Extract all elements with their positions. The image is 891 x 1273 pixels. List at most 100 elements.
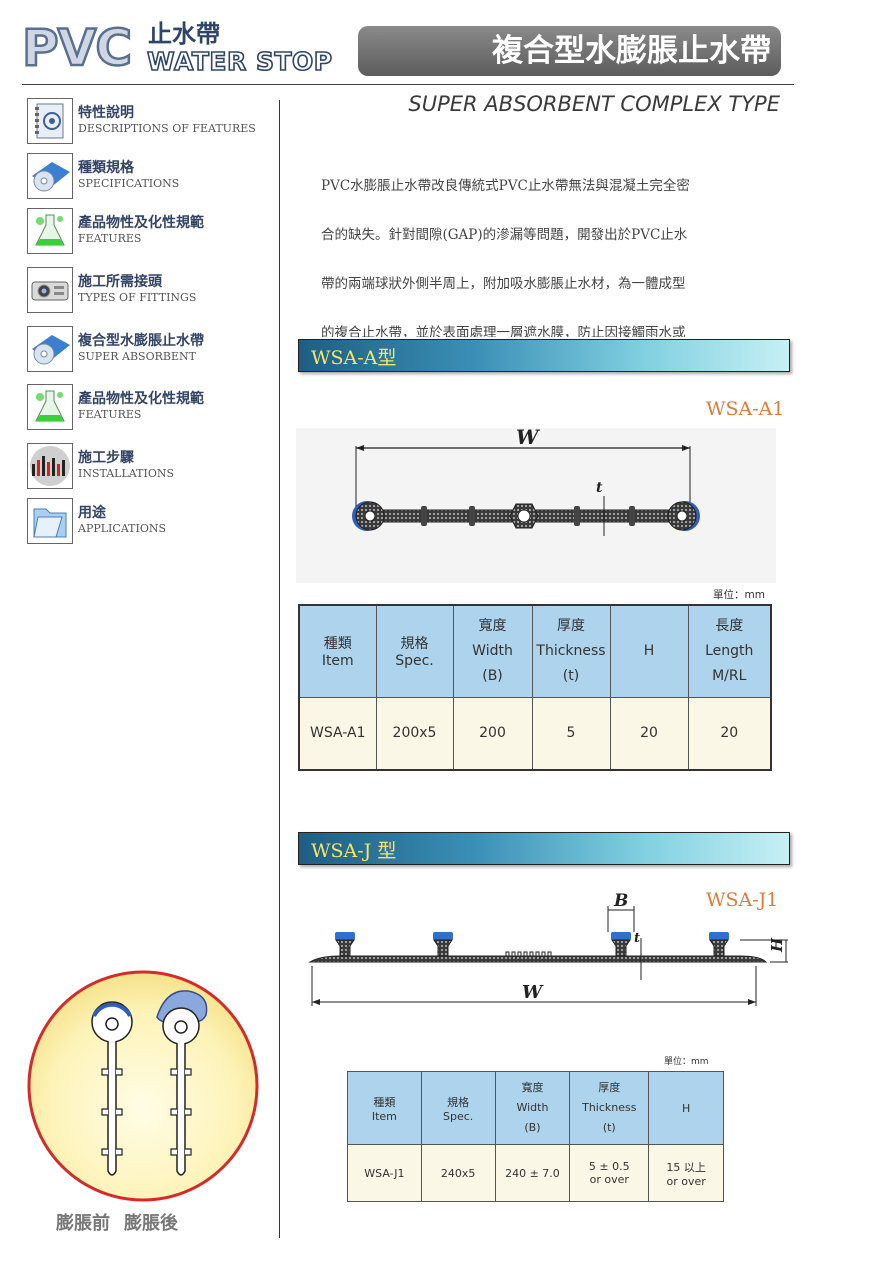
table-cell: WSA-J1 xyxy=(347,1144,422,1202)
figure-label-wsa-a1: WSA-A1 xyxy=(706,398,785,420)
flask-icon xyxy=(27,208,73,254)
table-row: WSA-A1 200x5 200 5 20 20 xyxy=(298,696,772,771)
table-cell: 20 xyxy=(687,696,772,771)
cd-icon xyxy=(27,326,73,372)
sidebar-item-label: 產品物性及化性規範 xyxy=(78,391,204,407)
sidebar-item-sublabel: FEATURES xyxy=(78,232,142,245)
expansion-circle xyxy=(27,970,259,1202)
intro-line: PVC水膨脹止水帶改良傳統式PVC止水帶無法與混凝土完全密 xyxy=(321,178,690,194)
table-cell: 200 xyxy=(452,696,533,771)
stud xyxy=(433,932,453,957)
table-cell: 5 xyxy=(531,696,611,771)
intro-line: 合的缺失。針對間隙(GAP)的滲漏等問題，開發出於PVC止水 xyxy=(321,227,688,243)
sidebar-item-features[interactable]: 產品物性及化性規範 FEATURES xyxy=(27,208,277,254)
sidebar-item-sublabel: INSTALLATIONS xyxy=(78,467,174,480)
table-cell: 200x5 xyxy=(375,696,454,771)
sidebar-item-sublabel: TYPES OF FITTINGS xyxy=(78,291,197,304)
logo-pvc: PVC xyxy=(21,19,134,77)
table-cell: 240x5 xyxy=(420,1144,496,1202)
unit-label-j: 單位：mm xyxy=(664,1057,709,1067)
table-cell: WSA-A1 xyxy=(298,696,377,771)
logo-en: WATER STOP xyxy=(146,47,333,77)
table-cell: 240 ± 7.0 xyxy=(494,1144,571,1202)
caption-after: 膨脹後 xyxy=(124,1213,178,1234)
sidebar-item-label: 特性說明 xyxy=(78,105,134,121)
expansion-illustration xyxy=(26,969,260,1203)
sidebar-item-specifications[interactable]: 種類規格 SPECIFICATIONS xyxy=(27,153,277,199)
stud xyxy=(709,932,729,957)
sidebar-item-installations[interactable]: 施工步驟 INSTALLATIONS xyxy=(27,443,277,489)
stud xyxy=(611,932,631,957)
header-divider xyxy=(22,84,794,85)
table-header-cell: H xyxy=(648,1071,724,1145)
waterstop-before xyxy=(91,1001,133,1176)
sidebar-item-fittings[interactable]: 施工所需接頭 TYPES OF FITTINGS xyxy=(27,267,277,313)
page-subtitle: SUPER ABSORBENT COMPLEX TYPE xyxy=(408,92,780,116)
caption-before: 膨脹前 xyxy=(56,1213,110,1234)
waterstop-after xyxy=(156,990,208,1176)
folder-icon xyxy=(27,498,73,544)
dim-w-label: W xyxy=(516,428,541,449)
wsa-a1-diagram: W t xyxy=(296,428,776,583)
expansion-caption: 膨脹前膨脹後 xyxy=(56,1209,236,1235)
sidebar-item-label: 產品物性及化性規範 xyxy=(78,215,204,231)
sidebar-item-label: 種類規格 xyxy=(78,160,134,176)
intro-line: 帶的兩端球狀外側半周上，附加吸水膨脹止水材，為一體成型 xyxy=(321,276,686,292)
sidebar-divider xyxy=(279,100,280,1238)
page-title: 複合型水膨脹止水帶 xyxy=(358,26,781,76)
projector-icon xyxy=(27,267,73,313)
logo: PVC 止水帶 WATER STOP xyxy=(21,18,352,80)
sidebar-item-sublabel: DESCRIPTIONS OF FEATURES xyxy=(78,122,256,135)
unit-label-a: 單位：mm xyxy=(713,589,765,601)
section-bar-wsa-j: WSA-J 型 xyxy=(298,832,790,865)
sidebar-item-label: 用途 xyxy=(78,505,106,521)
stud xyxy=(335,932,355,957)
section-title: WSA-A型 xyxy=(311,347,397,369)
sidebar-item-sublabel: SPECIFICATIONS xyxy=(78,177,180,190)
sidebar-item-super-absorbent[interactable]: 複合型水膨脹止水帶 SUPER ABSORBENT xyxy=(27,326,277,372)
section-bar-wsa-a: WSA-A型 xyxy=(298,339,790,372)
sidebar-item-sublabel: FEATURES xyxy=(78,408,142,421)
figure-label-wsa-j1: WSA-J1 xyxy=(706,889,779,911)
sidebar-item-label: 施工步驟 xyxy=(78,450,134,466)
sidebar-item-label: 施工所需接頭 xyxy=(78,274,162,290)
dim-w-label: W xyxy=(522,982,544,1003)
notebook-icon xyxy=(27,98,73,144)
sidebar-item-label: 複合型水膨脹止水帶 xyxy=(78,333,204,349)
logo-zh: 止水帶 xyxy=(148,20,220,48)
dim-t-label: t xyxy=(634,931,640,946)
sidebar-item-sublabel: APPLICATIONS xyxy=(78,522,167,535)
wsa-j1-diagram: B t H W xyxy=(308,891,788,1006)
flask-icon xyxy=(27,384,73,430)
table-header-cell: H xyxy=(609,604,689,698)
equalizer-icon xyxy=(27,443,73,489)
sidebar-item-applications[interactable]: 用途 APPLICATIONS xyxy=(27,498,277,544)
table-cell: 20 xyxy=(609,696,689,771)
cd-icon xyxy=(27,153,73,199)
dim-h-label: H xyxy=(768,937,786,953)
dim-t-label: t xyxy=(596,480,603,496)
sidebar-item-features-2[interactable]: 產品物性及化性規範 FEATURES xyxy=(27,384,277,430)
sidebar-item-descriptions[interactable]: 特性說明 DESCRIPTIONS OF FEATURES xyxy=(27,98,277,144)
intro-text: PVC水膨脹止水帶改良傳統式PVC止水帶無法與混凝土完全密 合的缺失。針對間隙(… xyxy=(321,162,761,337)
section-title: WSA-J 型 xyxy=(311,840,397,862)
dim-b-label: B xyxy=(613,891,628,911)
intro-line: 的複合止水帶，並於表面處理一層遮水膜，防止因接觸雨水或 xyxy=(321,325,686,337)
sidebar-item-sublabel: SUPER ABSORBENT xyxy=(78,350,196,363)
